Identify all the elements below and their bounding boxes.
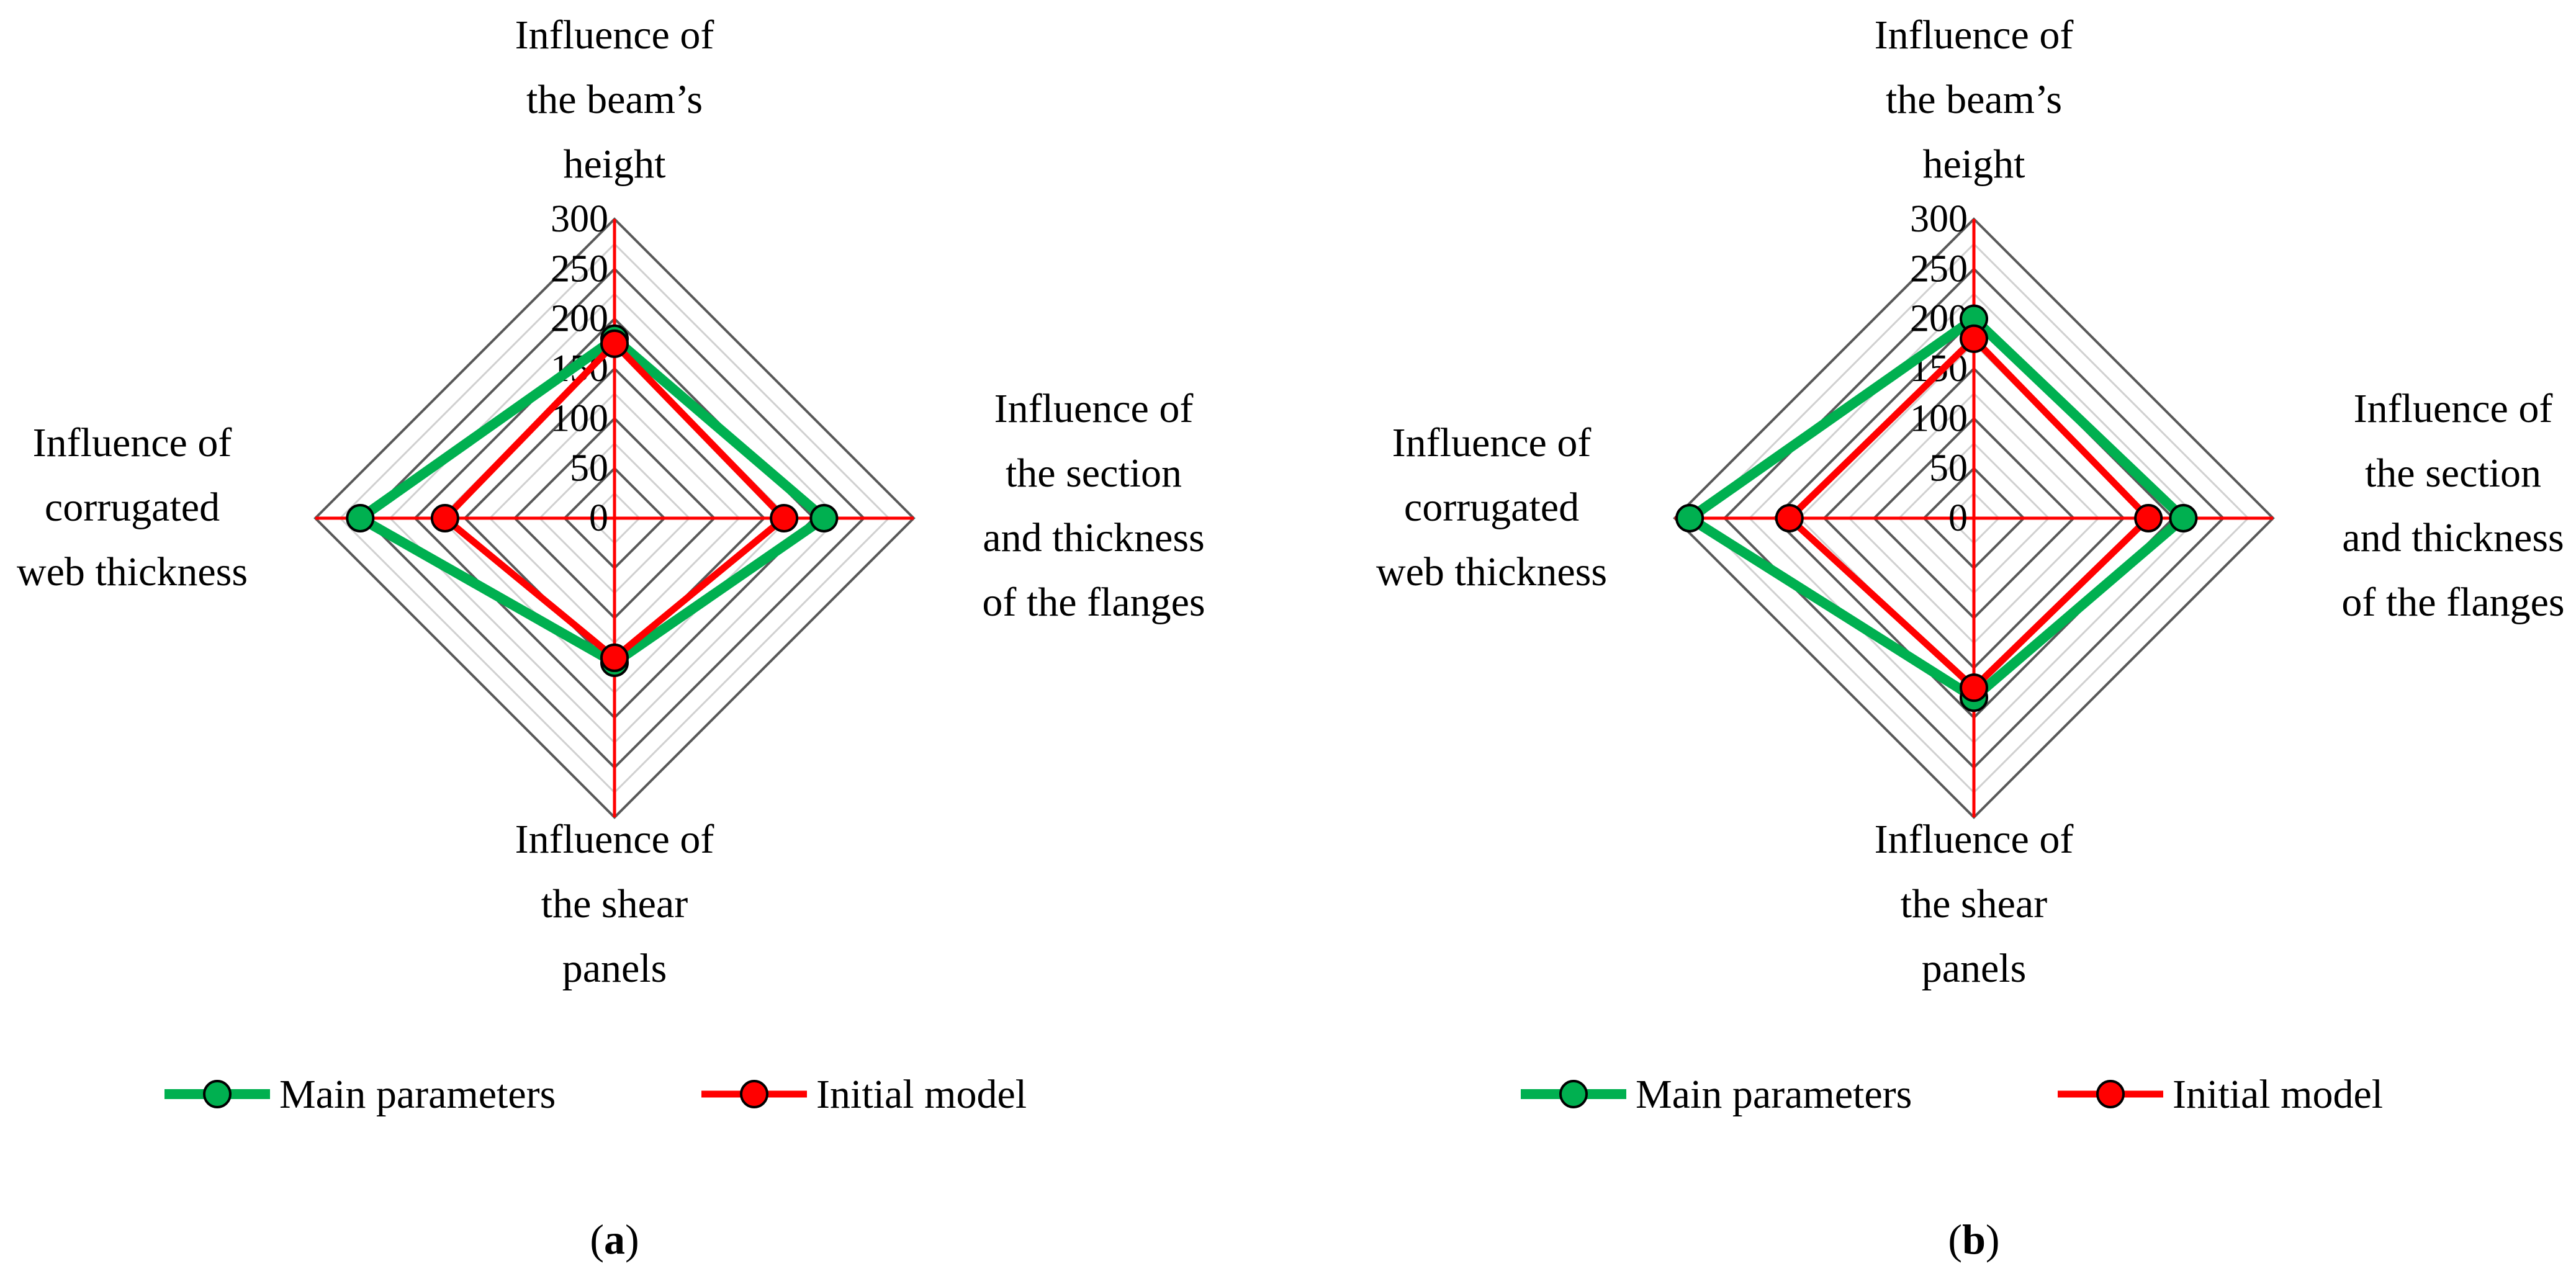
series-marker-initial-model [770,504,799,532]
legend-item: Initial model [2058,1072,2383,1117]
legend-label: Initial model [2173,1072,2383,1117]
category-label-line: of the flanges [2341,580,2564,625]
category-label-line: web thickness [1376,549,1607,595]
category-label-line: height [564,141,666,187]
series-marker-initial-model [430,504,459,532]
legend-item: Initial model [701,1072,1027,1117]
category-label-line: panels [562,946,667,991]
legend: Main parameters Initial model [164,1072,1027,1117]
radar-series [346,324,839,677]
legend-swatch-marker [203,1080,232,1108]
series-marker-main-parameters [2169,504,2198,532]
category-label-line: and thickness [983,515,1204,560]
category-label-line: web thickness [17,549,248,595]
radial-tick-label: 100 [1910,397,1968,439]
category-label-line: Influence of [515,817,714,862]
category-label-line: Influence of [994,386,1194,431]
category-label-line: corrugated [45,485,220,530]
legend-item: Main parameters [164,1072,556,1117]
category-label-line: corrugated [1404,485,1579,530]
category-label-line: panels [1922,946,2027,991]
radial-tick-label: 50 [570,447,608,490]
category-label: Influence of the beam’s height [1875,12,2074,187]
category-label: Influence of the section and thickness of t… [2341,386,2564,625]
series-marker-initial-model [600,643,629,672]
radial-tick-label: 50 [1929,447,1968,490]
series-marker-main-parameters [809,504,839,532]
legend-swatch-marker [2096,1080,2125,1108]
category-label-line: Influence of [515,12,714,58]
category-label-line: Influence of [33,420,232,465]
legend-swatch-marker [740,1080,768,1108]
legend-label: Initial model [816,1072,1027,1117]
radial-tick-label: 0 [589,497,608,539]
category-label-line: Influence of [1875,817,2074,862]
category-label-line: and thickness [2342,515,2564,560]
category-label: Influence of corrugated web thickness [1376,420,1607,595]
category-label-line: the section [1006,451,1182,496]
category-label-line: Influence of [1875,12,2074,58]
radial-tick-label: 300 [1910,198,1968,240]
category-label: Influence of the shear panels [515,817,714,991]
radial-tick-label: 250 [1910,248,1968,290]
category-label-line: the shear [541,881,688,927]
radial-tick-label: 200 [551,298,608,340]
legend-label: Main parameters [279,1072,556,1117]
category-label-line: the shear [1901,881,2047,927]
radar-series [1675,304,2198,712]
radial-tick-label: 250 [551,248,608,290]
category-label-line: of the flanges [982,580,1205,625]
series-marker-main-parameters [1675,504,1705,532]
category-label-line: height [1923,141,2025,187]
panel-caption-letter: a [604,1216,625,1263]
radial-tick-label: 0 [1948,497,1968,539]
legend-label: Main parameters [1636,1072,1912,1117]
category-label: Influence of corrugated web thickness [17,420,248,595]
category-label: Influence of the shear panels [1875,817,2074,991]
panel-caption: (a) [590,1216,639,1263]
category-label-line: the beam’s [1886,77,2062,122]
category-label-line: the section [2365,451,2541,496]
radial-tick-label: 300 [551,198,608,240]
category-label: Influence of the section and thickness of t… [982,386,1205,625]
radar-axes [1675,219,2273,817]
legend-item: Main parameters [1521,1072,1912,1117]
panel-caption: (b) [1948,1216,1999,1263]
legend-swatch-marker [1559,1080,1588,1108]
series-marker-initial-model [1775,504,1804,532]
series-marker-main-parameters [346,504,375,532]
panel-caption-letter: b [1962,1216,1986,1263]
series-marker-initial-model [1960,324,1988,353]
series-marker-initial-model [600,329,629,358]
series-marker-initial-model [1960,673,1988,703]
category-label-line: Influence of [2354,386,2553,431]
category-label-line: Influence of [1392,420,1592,465]
category-label: Influence of the beam’s height [515,12,714,187]
series-marker-initial-model [2134,504,2163,532]
category-label-line: the beam’s [526,77,703,122]
legend: Main parameters Initial model [1521,1072,2383,1117]
